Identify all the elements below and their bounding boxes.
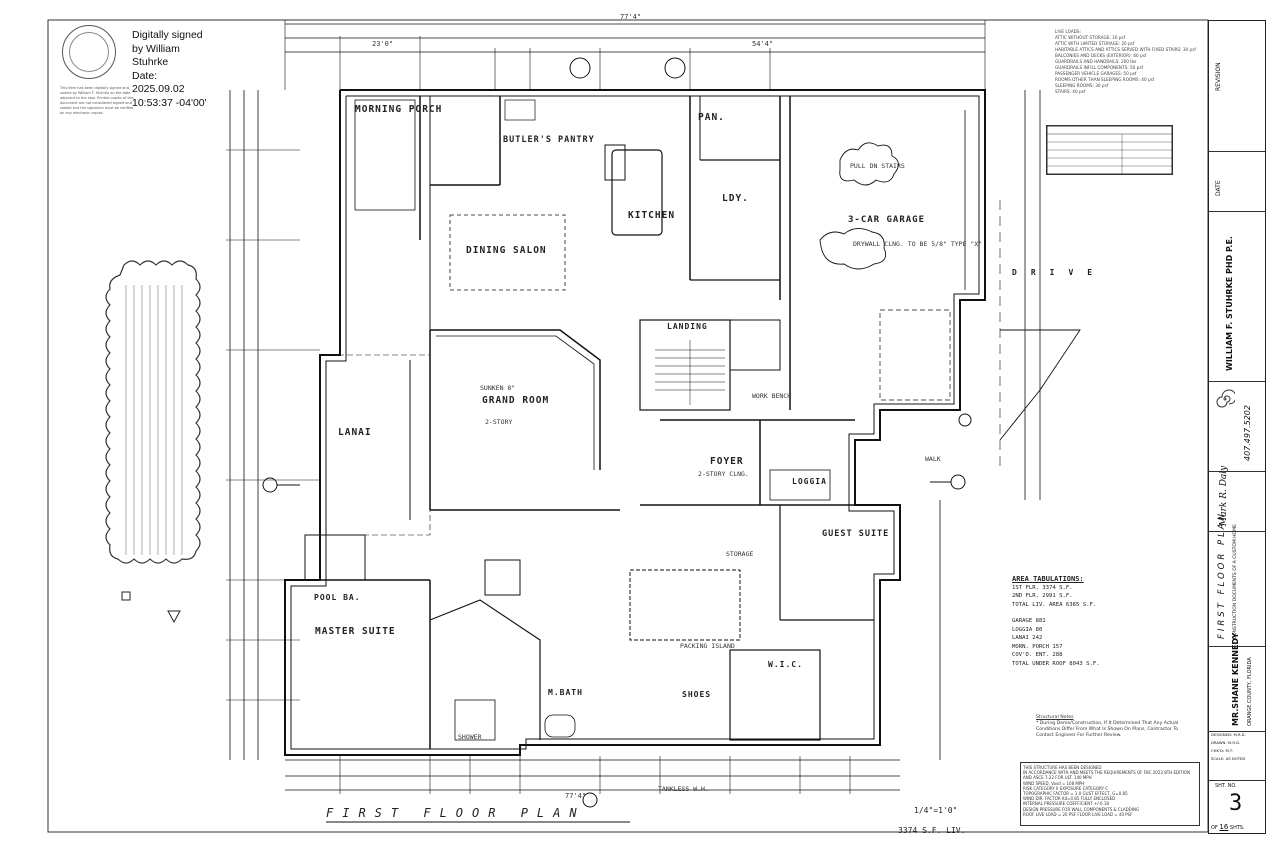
sig-line: 10:53:37 -04'00' [132,96,207,109]
room-kitchen: KITCHEN [628,210,676,221]
drawing-scale: SCALE: AS NOTED [1211,756,1246,761]
dim-bottom: 77'4" [565,792,587,800]
client-name: MR.SHANE KENNEDY [1231,632,1240,726]
checked-by: CHK'D: M.T. [1211,748,1234,753]
dim-top-a: 23'0" [372,40,394,48]
sig-line: Date: [132,69,158,82]
walk-label: WALK [925,455,941,463]
sig-line: Stuhrke [132,56,169,68]
room-garage: 3-CAR GARAGE [848,215,926,225]
window-door-pressure-table [1046,125,1173,175]
sheet-number: 3 [1229,791,1243,816]
room-pantry: PAN. [698,112,725,123]
sheet-number-cell: SHT. NO. 3 OF 16 SHTS. [1209,781,1265,833]
structural-notes-title: Structural Notes [1036,715,1074,720]
foyer-ceiling: 2-STORY CLNG. [698,470,749,478]
sheet-count: OF 16 SHTS. [1211,823,1245,831]
room-foyer: FOYER [710,456,744,467]
seal-note: This item has been digitally signed and … [60,86,134,115]
storage-label: STORAGE [726,550,754,558]
room-butlers-pantry: BUTLER'S PANTRY [503,135,595,145]
drive-label: DRIVE [1012,268,1107,277]
room-master-bath: M.BATH [548,688,583,697]
area-row: TOTAL LIV. AREA 6365 S.F. [1012,601,1097,608]
designer-cell: Mark R. Daly [1209,466,1265,532]
design-criteria-title: THIS STRUCTURE HAS BEEN DESIGNED [1023,765,1102,770]
engineer-seal [62,25,116,79]
client-county: ORANGE COUNTY, FLORIDA [1247,657,1253,726]
room-master-suite: MASTER SUITE [315,626,396,637]
total-sheets: 16 [1219,823,1229,831]
sheet-subtitle: CONSTRUCTION DOCUMENTS OF A CUSTOM HOME [1233,524,1238,639]
digital-signature: Digitally signed by William Stuhrke Date… [132,29,207,110]
area-row: COV'D. ENT. 288 [1012,652,1063,658]
room-laundry: LDY. [722,193,749,204]
area-row: GARAGE 881 [1012,618,1046,624]
sig-line: Digitally signed [132,29,203,41]
area-row: 2ND FLR. 2991 S.F. [1012,593,1073,599]
room-wic: W.I.C. [768,660,803,669]
room-guest-suite: GUEST SUITE [822,529,890,539]
dim-overall-top: 77'4" [620,13,642,21]
engineer-cell: WILLIAM F. STUHRKE PHD P.E. [1209,211,1265,382]
sig-line: 2025.09.02 [132,83,185,95]
area-tab-title: AREA TABULATIONS: [1012,575,1084,583]
date-label: DATE [1215,180,1222,196]
structural-notes-body: * During Demo/Construction, If It Determ… [1036,721,1179,738]
room-lanai: LANAI [338,427,372,438]
room-dining-salon: DINING SALON [466,245,547,256]
drywall-note: DRYWALL CLNG. TO BE 5/8" TYPE "X" [853,240,983,248]
shts-label: SHTS. [1229,825,1245,831]
designer-phone: 407.497.5202 [1243,405,1252,461]
room-grand-room: GRAND ROOM [482,395,550,406]
sheet-title: FIRST FLOOR PLAN [1217,511,1227,639]
of-label: OF [1211,825,1218,831]
grand-room-sunken: SUNKEN 8" [480,384,516,392]
dim-top-b: 54'4" [752,40,774,48]
area-row: LANAI 242 [1012,635,1043,641]
plan-title: FIRST FLOOR PLAN [326,806,586,820]
room-loggia: LOGGIA [792,477,827,486]
plan-scale: 1/4"=1'0" [914,806,958,815]
area-row: MORN. PORCH 157 [1012,643,1063,650]
sheet-no-label: SHT. NO. [1215,783,1237,789]
grand-room-2-story: 2-STORY [485,418,513,426]
sig-line: by William [132,42,180,55]
designed-by: DESIGNED: M.R.D. [1211,732,1246,737]
pull-down-stairs-label: PULL DN STAIRS [850,162,905,170]
area-row: 1ST FLR. 3374 S.F. [1012,584,1073,591]
client-cell: MR.SHANE KENNEDY ORANGE COUNTY, FLORIDA [1209,633,1265,732]
date-cell: DATE [1209,151,1265,212]
title-block: REVISION DATE WILLIAM F. STUHRKE PHD P.E… [1208,20,1266,834]
shower-label: SHOWER [458,733,482,741]
plan-living-area: 3374 S.F. LIV. [898,826,966,835]
work-bench-label: WORK BENCH [752,392,792,400]
logo-spiral-icon [1216,389,1235,408]
room-pool-bath: POOL BA. [314,593,361,602]
phone-cell: 407.497.5202 [1209,381,1265,472]
engineer-name: WILLIAM F. STUHRKE PHD P.E. [1225,236,1234,371]
sheet-title-cell: FIRST FLOOR PLAN CONSTRUCTION DOCUMENTS … [1209,511,1265,647]
tankless-label: TANKLESS W.H. [658,785,709,793]
structural-notes: Structural Notes * During Demo/Construct… [1036,715,1196,739]
live-loads-notes: LIVE LOADS: ATTIC WITHOUT STORAGE: 10 ps… [1055,29,1196,94]
area-row: LOGGIA 80 [1012,626,1043,633]
revisions-label: REVISION [1215,62,1222,91]
revisions-cell: REVISION [1209,21,1265,152]
note-tag [121,591,181,624]
packing-island-label: PACKING ISLAND [680,642,735,650]
room-shoes: SHOES [682,690,712,699]
room-landing: LANDING [667,322,708,331]
drawing-info-cell: DESIGNED: M.R.D. DRAWN: M.R.D. CHK'D: M.… [1209,731,1265,781]
room-morning-porch: MORNING PORCH [355,104,443,115]
area-row: TOTAL UNDER ROOF 8043 S.F. [1012,660,1100,667]
design-criteria-box: THIS STRUCTURE HAS BEEN DESIGNED IN ACCO… [1020,762,1200,826]
scalloped-note [105,260,201,564]
drawn-by: DRAWN: M.R.D. [1211,740,1241,745]
area-tabulations: AREA TABULATIONS: 1ST FLR. 3374 S.F. 2ND… [1012,575,1100,668]
